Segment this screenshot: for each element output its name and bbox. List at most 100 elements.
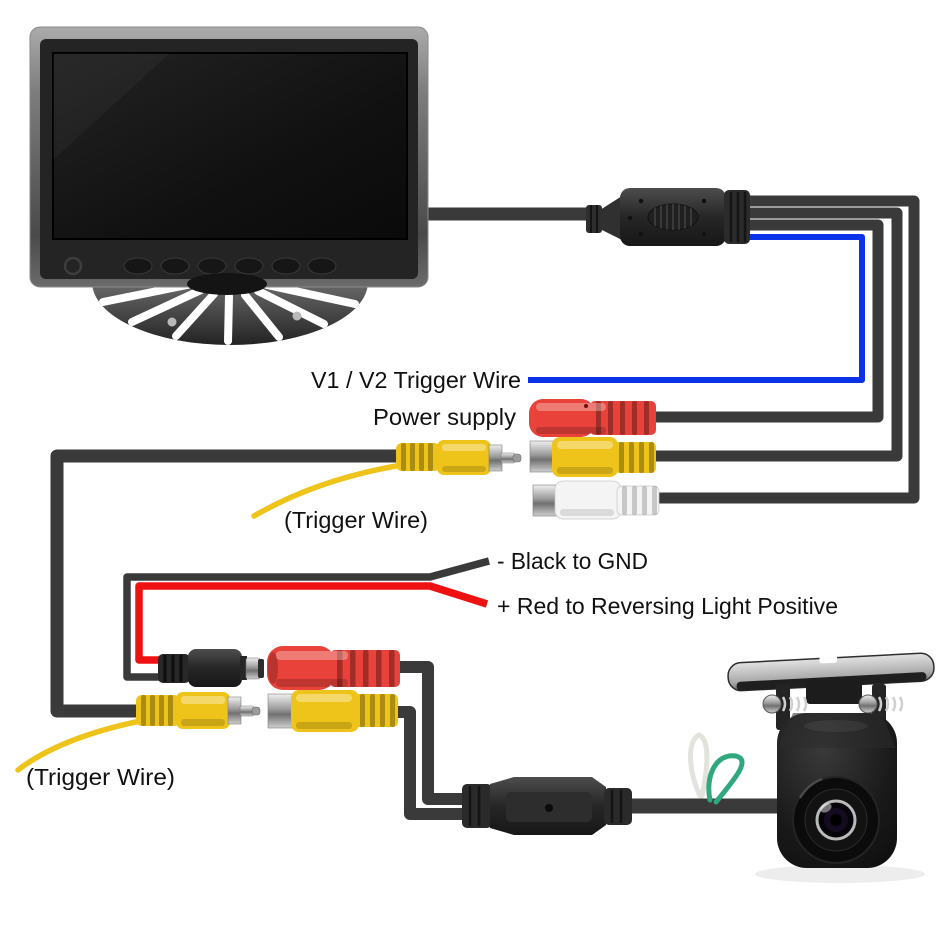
gnd-black-wire xyxy=(123,557,490,681)
rca-male-collar xyxy=(227,696,242,725)
monitor-screen xyxy=(52,52,408,240)
monitor-button xyxy=(197,257,227,275)
rca-female-yellow-top xyxy=(529,437,656,477)
stand-screw-hole-right xyxy=(292,311,302,321)
trigger-wire-bottom-yellow xyxy=(15,716,153,773)
rca-male-strain-ribs xyxy=(401,443,433,471)
rca-female-ribs-base xyxy=(354,694,398,727)
inline-joint-right-collar xyxy=(604,788,632,825)
power-led-ring xyxy=(63,256,83,276)
camera-bracket-center xyxy=(806,680,862,704)
lens-glint xyxy=(820,803,832,813)
stand-pivot-hub xyxy=(187,273,267,295)
red-jack-highlight xyxy=(276,651,348,660)
lens-rim-glint xyxy=(798,777,823,799)
rca-female-shadow xyxy=(560,509,614,516)
power-jack-body xyxy=(529,399,595,437)
joint-taper xyxy=(600,196,622,240)
bracket-screw-left xyxy=(762,694,808,714)
rca-male-shadow xyxy=(181,719,225,726)
power-jack-ribs-base xyxy=(590,401,656,435)
red-jack-body xyxy=(267,646,335,690)
rca-female-ribs xyxy=(619,442,654,473)
reversing-red-wire xyxy=(135,582,489,664)
cable-to-power-jack xyxy=(654,219,884,423)
rca-female-ribs xyxy=(360,694,395,727)
dc-plug-tip xyxy=(258,659,264,678)
stand-slots xyxy=(99,282,359,345)
dc-plug-body xyxy=(188,649,242,687)
label-red-to-reversing: + Red to Reversing Light Positive xyxy=(497,593,838,619)
camera-top-facet xyxy=(778,713,896,748)
pull-loop-green xyxy=(706,753,745,805)
rca-male-pin-tip xyxy=(512,453,522,463)
rca-male-collar xyxy=(488,444,503,472)
rca-female-highlight xyxy=(296,694,352,702)
blue-trigger-wire xyxy=(528,234,865,383)
joint-left-collar xyxy=(586,205,602,233)
rca-female-shadow xyxy=(296,722,352,729)
dc-plug-barrel xyxy=(245,657,261,680)
monitor-button xyxy=(123,257,153,275)
screw-head xyxy=(858,694,878,714)
monitor-button xyxy=(271,257,301,275)
rca-male-strain-relief xyxy=(396,443,440,471)
red-jack-ribs xyxy=(337,650,395,687)
rca-female-white xyxy=(532,480,660,520)
rearview-camera xyxy=(727,652,935,883)
rca-female-body xyxy=(552,437,618,477)
mount-plate-notch xyxy=(819,655,838,664)
power-supply-jack-red xyxy=(529,399,656,437)
video-drop-cable xyxy=(394,706,476,820)
monitor-button xyxy=(160,257,190,275)
camera-shadow xyxy=(755,865,925,883)
power-jack-dot xyxy=(584,404,588,408)
pull-loops xyxy=(688,732,745,805)
black-cable-group xyxy=(50,195,920,820)
rca-male-shadow xyxy=(442,466,486,472)
label-trigger-wire-top: (Trigger Wire) xyxy=(284,507,428,533)
label-v1-v2-trigger-wire: V1 / V2 Trigger Wire xyxy=(311,367,521,393)
power-jack-shadow xyxy=(536,427,606,434)
screw-spring xyxy=(877,696,904,712)
joint-screw-dots xyxy=(627,198,707,237)
pull-loop-white xyxy=(688,732,710,799)
screw-head xyxy=(762,694,782,714)
dc-plug-neck xyxy=(240,656,247,680)
rca-male-strain-ribs xyxy=(141,695,173,726)
dc-plug-strain-ribs xyxy=(163,655,183,682)
joint-grip-ribs xyxy=(654,204,692,230)
camera-bracket-arm-left xyxy=(776,684,790,730)
label-black-to-gnd: - Black to GND xyxy=(497,548,648,574)
rca-male-yellow-bottom xyxy=(136,692,261,729)
red-jack-ribs-base xyxy=(330,650,400,687)
rca-female-shadow xyxy=(557,467,613,474)
rca-male-highlight xyxy=(442,444,486,451)
stand-screw-hole-left xyxy=(167,317,177,327)
rca-male-highlight xyxy=(181,696,225,704)
cable-to-white-rca xyxy=(658,195,920,504)
trigger-wire-top-yellow xyxy=(251,462,405,519)
car-monitor xyxy=(29,26,429,295)
rca-female-yellow-bottom xyxy=(267,690,398,732)
screw-spring xyxy=(781,696,808,712)
camera-cable-inline-joint xyxy=(462,777,632,835)
rca-male-body xyxy=(176,692,230,729)
power-drop-cable xyxy=(396,661,476,805)
power-female-jack-red-bottom xyxy=(267,646,400,690)
rca-female-collar xyxy=(529,440,555,473)
cable-to-yellow-rca xyxy=(652,207,903,462)
rca-male-body xyxy=(437,440,491,475)
rca-female-ribs-base xyxy=(614,442,656,473)
video-extension-loop xyxy=(50,449,402,718)
rca-female-collar xyxy=(267,693,294,729)
rca-male-strain-relief xyxy=(136,695,180,726)
camera-lens xyxy=(792,776,880,864)
camera-top-highlight xyxy=(804,720,868,732)
inline-joint-hole xyxy=(545,804,553,812)
lens-core xyxy=(830,814,842,826)
monitor-button xyxy=(234,257,264,275)
rca-female-highlight xyxy=(557,441,613,449)
rca-female-body xyxy=(291,690,359,732)
